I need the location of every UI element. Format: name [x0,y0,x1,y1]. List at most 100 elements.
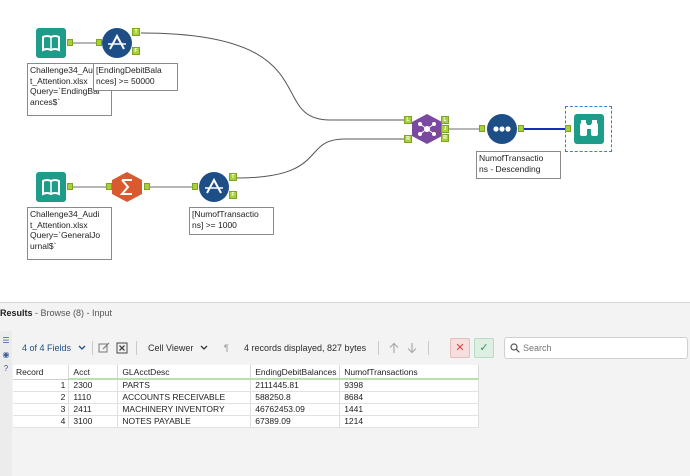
toolbar-divider [428,341,429,355]
binoculars-icon[interactable]: ◉ [2,350,10,359]
column-header-acct[interactable]: Acct [68,365,119,380]
toolbar-divider [378,341,379,355]
table-row[interactable]: 3 2411 MACHINERY INVENTORY 46762453.09 1… [13,403,479,416]
cell-acct[interactable]: 2411 [68,403,119,416]
cell-numoftransactions[interactable]: 9398 [339,379,479,392]
book-icon [36,172,66,202]
join-output-anchor[interactable]: J [441,125,449,133]
output-anchor[interactable] [518,125,524,132]
results-subtitle: - Browse (8) - Input [32,308,113,318]
cell-glacctdesc[interactable]: NOTES PAYABLE [117,415,252,428]
record-number: 1 [13,379,70,392]
input-anchor[interactable] [106,183,112,190]
output-anchor[interactable] [144,183,150,190]
left-output-anchor[interactable]: L [441,116,449,124]
edit-icon[interactable] [98,342,110,354]
cell-numoftransactions[interactable]: 8684 [339,391,479,404]
results-toolbar: 4 of 4 Fields Cell Viewer ¶ 4 records di… [14,337,690,359]
output-anchor[interactable] [67,39,73,46]
input-2-annotation: Challenge34_Audi t_Attention.xlsx Query=… [27,207,112,260]
search-input[interactable] [523,341,683,355]
cell-numoftransactions[interactable]: 1441 [339,403,479,416]
results-header: Results - Browse (8) - Input [0,308,112,322]
cancel-button[interactable]: ✕ [450,338,470,358]
filter-1-annotation: [EndingDebitBala nces] >= 50000 [93,63,178,91]
chevron-down-icon [78,345,86,350]
help-icon[interactable]: ? [3,364,9,373]
right-output-anchor[interactable]: R [441,134,449,142]
results-grid: Record Acct GLAcctDesc EndingDebitBalanc… [13,365,479,428]
grid-header-row: Record Acct GLAcctDesc EndingDebitBalanc… [13,365,479,380]
true-anchor[interactable]: T [229,173,237,181]
browse-tool[interactable] [574,114,604,144]
cell-glacctdesc[interactable]: MACHINERY INVENTORY [117,403,252,416]
column-header-record[interactable]: Record [13,365,70,380]
cell-acct[interactable]: 1110 [68,391,119,404]
cell-viewer-selector[interactable]: Cell Viewer [148,337,208,359]
input-anchor[interactable] [479,125,485,132]
left-anchor[interactable]: L [404,116,412,124]
input-anchor[interactable] [192,183,198,190]
table-row[interactable]: 1 2300 PARTS 2111445.81 9398 [13,379,479,392]
workflow-canvas[interactable]: T F T F L R [0,0,690,302]
false-anchor[interactable]: F [229,191,237,199]
cell-glacctdesc[interactable]: PARTS [117,379,252,392]
binoculars-icon [574,114,604,144]
fields-selector[interactable]: 4 of 4 Fields [22,337,86,359]
column-header-endingdebitbalances[interactable]: EndingDebitBalances [250,365,341,380]
records-info: 4 records displayed, 827 bytes [244,343,367,353]
x-icon: ✕ [455,342,465,354]
chevron-down-icon [200,345,208,350]
filter-tool-2[interactable] [199,172,229,202]
list-icon[interactable]: ☰ [2,336,10,345]
arrow-down-icon[interactable] [406,342,418,354]
results-window: Results - Browse (8) - Input ☰ ◉ ? 4 of … [0,302,690,476]
record-number: 3 [13,403,70,416]
join-icon [412,114,442,144]
search-box[interactable] [504,337,688,359]
input-anchor[interactable] [565,125,571,132]
connection-wires [70,32,565,188]
summarize-tool[interactable] [112,172,142,202]
x-box-icon[interactable] [116,342,128,354]
results-title: Results [0,308,33,318]
cell-glacctdesc[interactable]: ACCOUNTS RECEIVABLE [117,391,252,404]
book-icon [36,28,66,58]
filter-icon [102,28,132,58]
column-header-numoftransactions[interactable]: NumofTransactions [339,365,479,380]
cell-endingdebitbalances[interactable]: 67389.09 [250,415,341,428]
cell-acct[interactable]: 2300 [68,379,119,392]
input-data-tool-1[interactable] [36,28,66,58]
output-anchor[interactable] [67,183,73,190]
cell-viewer-label: Cell Viewer [148,343,194,353]
cell-endingdebitbalances[interactable]: 2111445.81 [250,379,341,392]
search-icon [510,343,520,353]
pilcrow-icon[interactable]: ¶ [224,343,229,353]
sigma-icon [112,172,142,202]
toolbar-divider [136,341,137,355]
cell-acct[interactable]: 3100 [68,415,119,428]
right-anchor[interactable]: R [404,135,412,143]
apply-button[interactable]: ✓ [474,338,494,358]
table-row[interactable]: 2 1110 ACCOUNTS RECEIVABLE 588250.8 8684 [13,391,479,404]
toolbar-divider [92,341,93,355]
input-anchor[interactable] [96,39,102,46]
true-anchor[interactable]: T [132,28,140,36]
join-tool[interactable] [412,114,442,144]
record-number: 4 [13,415,70,428]
sort-annotation: NumofTransactio ns - Descending [476,151,561,179]
cell-endingdebitbalances[interactable]: 588250.8 [250,391,341,404]
filter-tool-1[interactable] [102,28,132,58]
results-side-rail: ☰ ◉ ? [0,331,12,476]
cell-numoftransactions[interactable]: 1214 [339,415,479,428]
filter-2-annotation: [NumofTransactio ns] >= 1000 [189,207,274,235]
false-anchor[interactable]: F [132,47,140,55]
input-data-tool-2[interactable] [36,172,66,202]
record-number: 2 [13,391,70,404]
column-header-glacctdesc[interactable]: GLAcctDesc [117,365,252,380]
cell-endingdebitbalances[interactable]: 46762453.09 [250,403,341,416]
sort-tool[interactable] [487,114,517,144]
filter-icon [199,172,229,202]
arrow-up-icon[interactable] [388,342,400,354]
table-row[interactable]: 4 3100 NOTES PAYABLE 67389.09 1214 [13,415,479,428]
